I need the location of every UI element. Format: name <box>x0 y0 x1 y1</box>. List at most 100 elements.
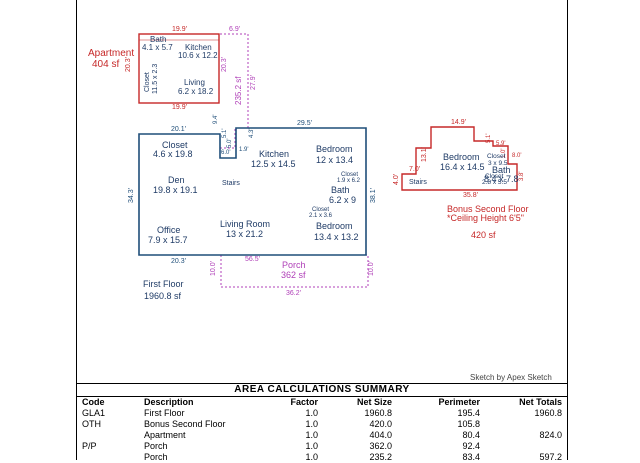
table-row: GLA1 First Floor 1.0 1960.8 195.4 1960.8 <box>76 408 568 419</box>
first-floor-small-dim-5: 6.0' <box>221 150 231 156</box>
ff-closet-2-name: Closet <box>341 172 358 178</box>
bonus-small-dim-2: 5.9' <box>496 141 506 147</box>
row-description: First Floor <box>144 408 185 418</box>
ff-bedroom-2-size: 13.4 x 13.2 <box>314 232 359 242</box>
row-factor: 1.0 <box>305 408 318 418</box>
row-description: Porch <box>144 441 168 451</box>
bonus-small-dim-5: 3.8' <box>519 172 525 182</box>
row-description: Apartment <box>144 430 186 440</box>
row-factor: 1.0 <box>305 430 318 440</box>
first-floor-dim-right: 38.1' <box>370 188 377 203</box>
ff-den-name: Den <box>168 175 185 185</box>
ff-office-size: 7.9 x 15.7 <box>148 235 188 245</box>
header-perimeter: Perimeter <box>438 397 480 407</box>
bonus-closet-2-size: 2.8 x 5.5 <box>482 179 507 186</box>
ff-closet-name: Closet <box>162 140 188 150</box>
bonus-dim-top: 14.9' <box>451 119 466 126</box>
apartment-room-bath-name: Bath <box>150 35 166 44</box>
bonus-dim-left: 4.0' <box>393 174 400 185</box>
apartment-room-kitchen-name: Kitchen <box>185 43 212 52</box>
header-net-totals: Net Totals <box>519 397 562 407</box>
ff-living-room-size: 13 x 21.2 <box>226 229 263 239</box>
summary-header-row: Code Description Factor Net Size Perimet… <box>76 397 568 408</box>
ff-bedroom-1-size: 12 x 13.4 <box>316 155 353 165</box>
bonus-small-dim-3: 8.0' <box>512 153 522 159</box>
first-floor-small-dim-3: 4.3' <box>249 129 255 139</box>
ff-bedroom-1-name: Bedroom <box>316 144 353 154</box>
ff-bath-name: Bath <box>331 185 350 195</box>
first-floor-area: 1960.8 sf <box>144 291 182 301</box>
bonus-floor-label: Bonus Second Floor <box>447 204 529 214</box>
bonus-floor-note: *Ceiling Height 6'5" <box>447 213 524 223</box>
first-floor-dim-top-left: 20.1' <box>171 126 186 133</box>
row-factor: 1.0 <box>305 452 318 462</box>
ff-stairs-label: Stairs <box>222 180 240 187</box>
first-floor-label: First Floor <box>143 279 184 289</box>
ff-kitchen-size: 12.5 x 14.5 <box>251 159 296 169</box>
bonus-dim-step-left: 7.0' <box>409 166 420 173</box>
ff-closet-size: 4.6 x 19.8 <box>153 149 193 159</box>
area-summary-table: AREA CALCULATIONS SUMMARY Code Descripti… <box>76 383 568 463</box>
first-floor-small-dim-4: 1.9' <box>239 147 249 153</box>
bonus-bedroom-size: 16.4 x 14.5 <box>440 162 485 172</box>
bonus-small-dim-4: 1.0' <box>501 149 507 159</box>
apartment-outline <box>138 33 220 104</box>
bonus-closet-1-name: Closet <box>487 153 506 160</box>
bonus-closet-1-size: 3 x 9.5 <box>488 160 508 167</box>
first-floor-dim-left: 34.3' <box>128 188 135 203</box>
row-net-size: 404.0 <box>369 430 392 440</box>
row-description: Bonus Second Floor <box>144 419 226 429</box>
summary-title: AREA CALCULATIONS SUMMARY <box>76 384 568 397</box>
row-perimeter: 105.8 <box>457 419 480 429</box>
apartment-area: 404 sf <box>92 59 119 70</box>
apartment-label: Apartment <box>88 48 134 59</box>
bonus-floor-outline <box>401 126 518 191</box>
row-factor: 1.0 <box>305 441 318 451</box>
header-description: Description <box>144 397 194 407</box>
apartment-room-kitchen-size: 10.6 x 12.2 <box>178 51 218 60</box>
apartment-room-closet-name: Closet <box>144 72 151 92</box>
row-code: P/P <box>82 441 97 451</box>
row-perimeter: 92.4 <box>462 441 480 451</box>
header-net-size: Net Size <box>356 397 392 407</box>
row-net-total: 1960.8 <box>534 408 562 418</box>
apartment-room-bath-size: 4.1 x 5.7 <box>142 43 173 52</box>
apartment-dim-left: 20.3' <box>125 57 132 72</box>
apartment-dim-bottom: 19.9' <box>172 104 187 111</box>
apartment-room-living-name: Living <box>184 78 205 87</box>
ff-bath-size: 6.2 x 9 <box>329 195 356 205</box>
bonus-dim-bottom: 35.8' <box>463 192 478 199</box>
ff-den-size: 19.8 x 19.1 <box>153 185 198 195</box>
bonus-bedroom-name: Bedroom <box>443 152 480 162</box>
row-net-total: 597.2 <box>539 452 562 462</box>
row-code: GLA1 <box>82 408 106 418</box>
apartment-ext-dim-right: 27.9' <box>250 75 257 90</box>
row-perimeter: 80.4 <box>462 430 480 440</box>
row-code: OTH <box>82 419 101 429</box>
apartment-room-living-size: 6.2 x 18.2 <box>178 87 214 96</box>
bonus-closet-2-name: Closet <box>485 173 504 180</box>
bonus-floor-area: 420 sf <box>471 230 496 240</box>
sketch-frame <box>76 0 568 460</box>
header-factor: Factor <box>290 397 318 407</box>
row-net-size: 235.2 <box>369 452 392 462</box>
table-row: P/P Porch 1.0 362.0 92.4 <box>76 441 568 452</box>
bonus-stairs-label: Stairs <box>409 179 427 186</box>
bonus-bath-size: 8.4 x 7.8 <box>484 174 519 184</box>
row-net-size: 1960.8 <box>364 408 392 418</box>
first-floor-small-dim-2: 5.1' <box>222 129 228 139</box>
table-row: Apartment 1.0 404.0 80.4 824.0 <box>76 430 568 441</box>
row-description: Porch <box>144 452 168 462</box>
row-perimeter: 195.4 <box>457 408 480 418</box>
row-perimeter: 83.4 <box>462 452 480 462</box>
bonus-small-dim-1: 5.1' <box>486 134 492 144</box>
apartment-ext-dim-side: 20.3' <box>221 57 228 72</box>
ff-closet-3-name: Closet <box>312 207 329 213</box>
apartment-ext-area: 235.2 sf <box>234 76 243 105</box>
ff-bedroom-2-name: Bedroom <box>316 221 353 231</box>
table-row: Porch 1.0 235.2 83.4 597.2 <box>76 452 568 463</box>
ff-office-name: Office <box>157 225 180 235</box>
first-floor-dim-top-right: 29.5' <box>297 120 312 127</box>
table-row: OTH Bonus Second Floor 1.0 420.0 105.8 <box>76 419 568 430</box>
row-net-total: 824.0 <box>539 430 562 440</box>
